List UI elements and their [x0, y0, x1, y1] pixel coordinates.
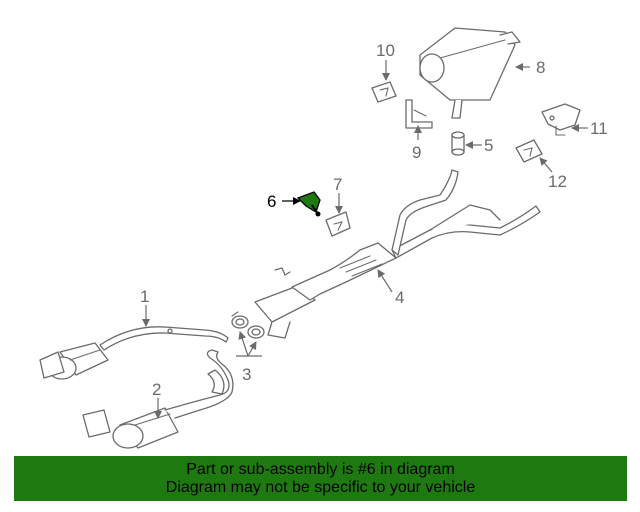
front-exhaust-pipe-part-1[interactable]: [39, 326, 229, 380]
callout-9[interactable]: 9: [412, 143, 421, 162]
callout-2[interactable]: 2: [152, 380, 161, 399]
callout-4[interactable]: 4: [395, 288, 404, 307]
notice-banner: Part or sub-assembly is #6 in diagram Di…: [14, 456, 627, 501]
callout-11[interactable]: 11: [590, 119, 608, 138]
callout-10[interactable]: 10: [376, 41, 395, 60]
callout-6[interactable]: 6: [267, 192, 276, 211]
callout-5[interactable]: 5: [484, 136, 493, 155]
banner-line-disclaimer: Diagram may not be specific to your vehi…: [165, 479, 476, 496]
intermediate-pipe-part-4[interactable]: [254, 169, 541, 339]
exhaust-system-diagram: 1 2 3 4 5 6 7 8 9 10 11 12: [39, 27, 608, 449]
bracket-part-11[interactable]: [541, 103, 581, 136]
callout-8[interactable]: 8: [536, 58, 545, 77]
second-exhaust-pipe-part-2[interactable]: [82, 349, 234, 449]
banner-line-part-info: Part or sub-assembly is #6 in diagram: [186, 461, 455, 478]
callout-7[interactable]: 7: [333, 175, 342, 194]
bracket-part-9[interactable]: [405, 99, 433, 129]
callout-1[interactable]: 1: [140, 287, 149, 306]
insulator-part-10[interactable]: [371, 81, 397, 103]
connector-pipe-part-5[interactable]: [451, 131, 465, 156]
hanger-bracket-part-6[interactable]: [296, 191, 321, 217]
clamp-part-3[interactable]: [231, 311, 265, 339]
insulator-part-12[interactable]: [515, 139, 543, 163]
muffler-part-8[interactable]: [419, 27, 521, 119]
hanger-part-7[interactable]: [325, 211, 351, 237]
callout-3[interactable]: 3: [242, 365, 251, 384]
callout-12[interactable]: 12: [548, 172, 567, 191]
